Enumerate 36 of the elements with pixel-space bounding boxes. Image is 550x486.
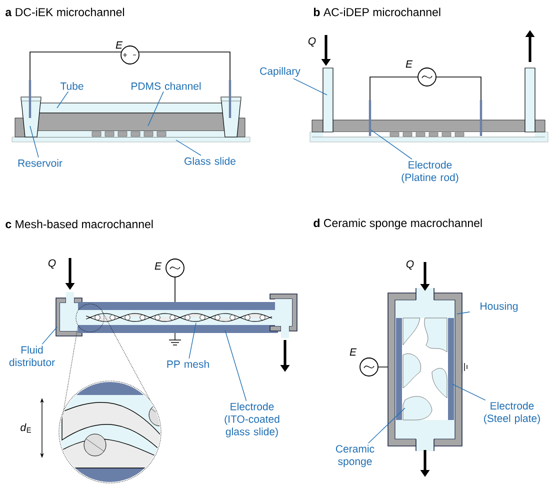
symbol-label: E bbox=[154, 262, 162, 270]
part-label: Capillary bbox=[260, 67, 300, 77]
panel-title: d Ceramic sponge macrochannel bbox=[314, 218, 482, 230]
leader-line bbox=[456, 312, 470, 314]
part-label: PDMS channel bbox=[132, 82, 201, 90]
leader-line bbox=[42, 326, 58, 345]
part-label: Ceramic sponge bbox=[336, 444, 374, 468]
panel-title: a DC-iEK microchannel bbox=[6, 8, 124, 16]
part-label: Housing bbox=[480, 302, 518, 312]
leader-line bbox=[370, 130, 412, 160]
part-label: Fluid distributor bbox=[9, 346, 55, 366]
part-label: Electrode (ITO-coated glass slide) bbox=[224, 402, 280, 438]
symbol-label: E bbox=[116, 41, 123, 49]
part-label: Electrode (Steel plate) bbox=[484, 402, 540, 424]
leader-line bbox=[56, 91, 69, 108]
leader-line bbox=[188, 322, 196, 359]
part-label: Electrode (Platine rod) bbox=[402, 160, 458, 184]
panel-title: b AC-iDEP microchannel bbox=[314, 8, 440, 16]
symbol-label: Q bbox=[406, 260, 414, 270]
leader-line bbox=[368, 408, 406, 444]
panel-title: c Mesh-based macrochannel bbox=[6, 220, 153, 228]
symbol-label: d$_{E}$ bbox=[20, 423, 31, 433]
leader-line bbox=[293, 78, 328, 96]
part-label: Glass slide bbox=[184, 157, 236, 165]
symbol-label: E bbox=[406, 60, 413, 68]
part-label: Reservoir bbox=[18, 159, 62, 167]
part-label: PP mesh bbox=[167, 360, 209, 368]
symbol-label: E bbox=[350, 348, 357, 356]
symbol-label: Q bbox=[308, 37, 316, 47]
leader-line bbox=[176, 140, 202, 156]
leader-line bbox=[30, 126, 39, 158]
leader-line bbox=[224, 330, 247, 402]
leader-line bbox=[148, 91, 164, 126]
part-label: Tube bbox=[60, 82, 84, 90]
leader-line bbox=[452, 384, 486, 400]
symbol-label: Q bbox=[48, 259, 56, 269]
